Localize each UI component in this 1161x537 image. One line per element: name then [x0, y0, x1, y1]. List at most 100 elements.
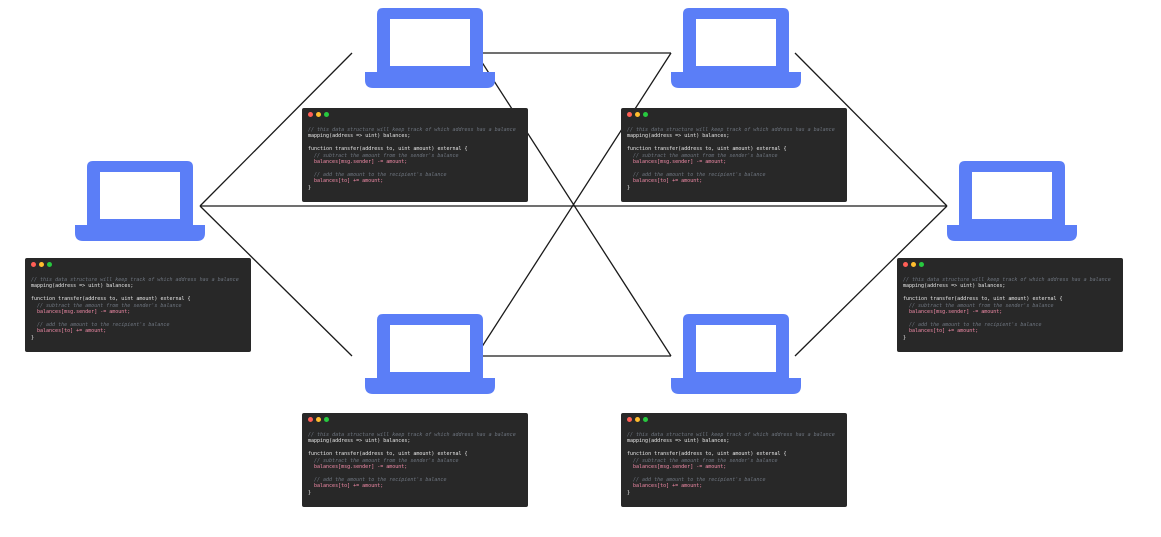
code-line-add: balances[to] += amount;	[314, 483, 384, 490]
code-comment: // this data structure will keep track o…	[903, 277, 1111, 283]
node-left: // this data structure will keep track o…	[25, 161, 251, 352]
minimize-dot-icon	[39, 262, 44, 267]
link-top-right-to-bottom-left	[475, 52, 672, 357]
code-block: // this data structure will keep track o…	[627, 127, 841, 191]
code-line-close: }	[627, 489, 631, 496]
code-block: // this data structure will keep track o…	[627, 432, 841, 496]
code-comment: // add the amount to the recipient's bal…	[314, 476, 447, 483]
link-bottom-right-to-right	[794, 205, 948, 357]
code-line-add: balances[to] += amount;	[314, 178, 384, 185]
code-comment: // this data structure will keep track o…	[627, 432, 835, 438]
node-bottom-right: // this data structure will keep track o…	[621, 314, 847, 507]
window-controls	[903, 262, 1117, 269]
code-block: // this data structure will keep track o…	[903, 277, 1117, 341]
code-window: // this data structure will keep track o…	[25, 258, 251, 352]
code-comment: // subtract the amount from the sender's…	[37, 302, 182, 309]
code-line-close: }	[308, 489, 312, 496]
code-line-close: }	[903, 334, 907, 341]
code-comment: // this data structure will keep track o…	[308, 127, 516, 133]
code-line-mapping: mapping(address => uint) balances;	[31, 283, 134, 290]
code-comment: // add the amount to the recipient's bal…	[633, 171, 766, 178]
code-comment: // add the amount to the recipient's bal…	[633, 476, 766, 483]
node-bottom-left: // this data structure will keep track o…	[302, 314, 528, 507]
code-line-add: balances[to] += amount;	[633, 178, 703, 185]
code-line-subtract: balances[msg.sender] -= amount;	[633, 464, 727, 471]
node-top-left: // this data structure will keep track o…	[302, 8, 528, 202]
close-dot-icon	[31, 262, 36, 267]
code-comment: // this data structure will keep track o…	[31, 277, 239, 283]
code-line-mapping: mapping(address => uint) balances;	[903, 283, 1006, 290]
minimize-dot-icon	[635, 112, 640, 117]
code-line-function: function transfer(address to, uint amoun…	[903, 296, 1063, 303]
code-block: // this data structure will keep track o…	[31, 277, 245, 341]
window-controls	[308, 417, 522, 424]
link-left-to-top-left	[199, 52, 353, 207]
code-line-subtract: balances[msg.sender] -= amount;	[909, 309, 1003, 316]
minimize-dot-icon	[316, 417, 321, 422]
code-window: // this data structure will keep track o…	[302, 108, 528, 202]
window-controls	[31, 262, 245, 269]
maximize-dot-icon	[643, 417, 648, 422]
close-dot-icon	[903, 262, 908, 267]
code-comment: // add the amount to the recipient's bal…	[909, 321, 1042, 328]
node-top-right: // this data structure will keep track o…	[621, 8, 847, 202]
minimize-dot-icon	[635, 417, 640, 422]
code-line-subtract: balances[msg.sender] -= amount;	[633, 159, 727, 166]
code-line-function: function transfer(address to, uint amoun…	[627, 451, 787, 458]
laptop-icon	[75, 161, 205, 241]
laptop-icon	[671, 314, 801, 394]
code-comment: // subtract the amount from the sender's…	[314, 457, 459, 464]
minimize-dot-icon	[911, 262, 916, 267]
code-line-add: balances[to] += amount;	[909, 328, 979, 335]
code-line-function: function transfer(address to, uint amoun…	[308, 451, 468, 458]
code-line-mapping: mapping(address => uint) balances;	[627, 438, 730, 445]
code-line-close: }	[31, 334, 35, 341]
code-line-close: }	[627, 184, 631, 191]
close-dot-icon	[308, 112, 313, 117]
code-line-subtract: balances[msg.sender] -= amount;	[314, 159, 408, 166]
code-line-close: }	[308, 184, 312, 191]
code-comment: // add the amount to the recipient's bal…	[37, 321, 170, 328]
maximize-dot-icon	[47, 262, 52, 267]
code-line-function: function transfer(address to, uint amoun…	[308, 146, 468, 153]
maximize-dot-icon	[919, 262, 924, 267]
code-block: // this data structure will keep track o…	[308, 432, 522, 496]
laptop-icon	[671, 8, 801, 88]
minimize-dot-icon	[316, 112, 321, 117]
code-comment: // subtract the amount from the sender's…	[909, 302, 1054, 309]
code-comment: // this data structure will keep track o…	[308, 432, 516, 438]
close-dot-icon	[308, 417, 313, 422]
link-left-to-bottom-left	[199, 205, 353, 357]
code-line-add: balances[to] += amount;	[37, 328, 107, 335]
link-top-right-to-right	[794, 52, 948, 207]
code-block: // this data structure will keep track o…	[308, 127, 522, 191]
laptop-icon	[947, 161, 1077, 241]
window-controls	[627, 417, 841, 424]
code-window: // this data structure will keep track o…	[621, 108, 847, 202]
maximize-dot-icon	[643, 112, 648, 117]
code-line-mapping: mapping(address => uint) balances;	[627, 133, 730, 140]
code-comment: // subtract the amount from the sender's…	[314, 152, 459, 159]
code-comment: // add the amount to the recipient's bal…	[314, 171, 447, 178]
code-line-mapping: mapping(address => uint) balances;	[308, 438, 411, 445]
code-line-function: function transfer(address to, uint amoun…	[627, 146, 787, 153]
window-controls	[308, 112, 522, 119]
code-line-add: balances[to] += amount;	[633, 483, 703, 490]
code-comment: // this data structure will keep track o…	[627, 127, 835, 133]
laptop-icon	[365, 8, 495, 88]
code-window: // this data structure will keep track o…	[897, 258, 1123, 352]
code-window: // this data structure will keep track o…	[621, 413, 847, 507]
code-comment: // subtract the amount from the sender's…	[633, 457, 778, 464]
code-window: // this data structure will keep track o…	[302, 413, 528, 507]
code-line-function: function transfer(address to, uint amoun…	[31, 296, 191, 303]
close-dot-icon	[627, 417, 632, 422]
code-line-mapping: mapping(address => uint) balances;	[308, 133, 411, 140]
code-comment: // subtract the amount from the sender's…	[633, 152, 778, 159]
maximize-dot-icon	[324, 112, 329, 117]
close-dot-icon	[627, 112, 632, 117]
window-controls	[627, 112, 841, 119]
node-right: // this data structure will keep track o…	[897, 161, 1123, 352]
code-line-subtract: balances[msg.sender] -= amount;	[37, 309, 131, 316]
